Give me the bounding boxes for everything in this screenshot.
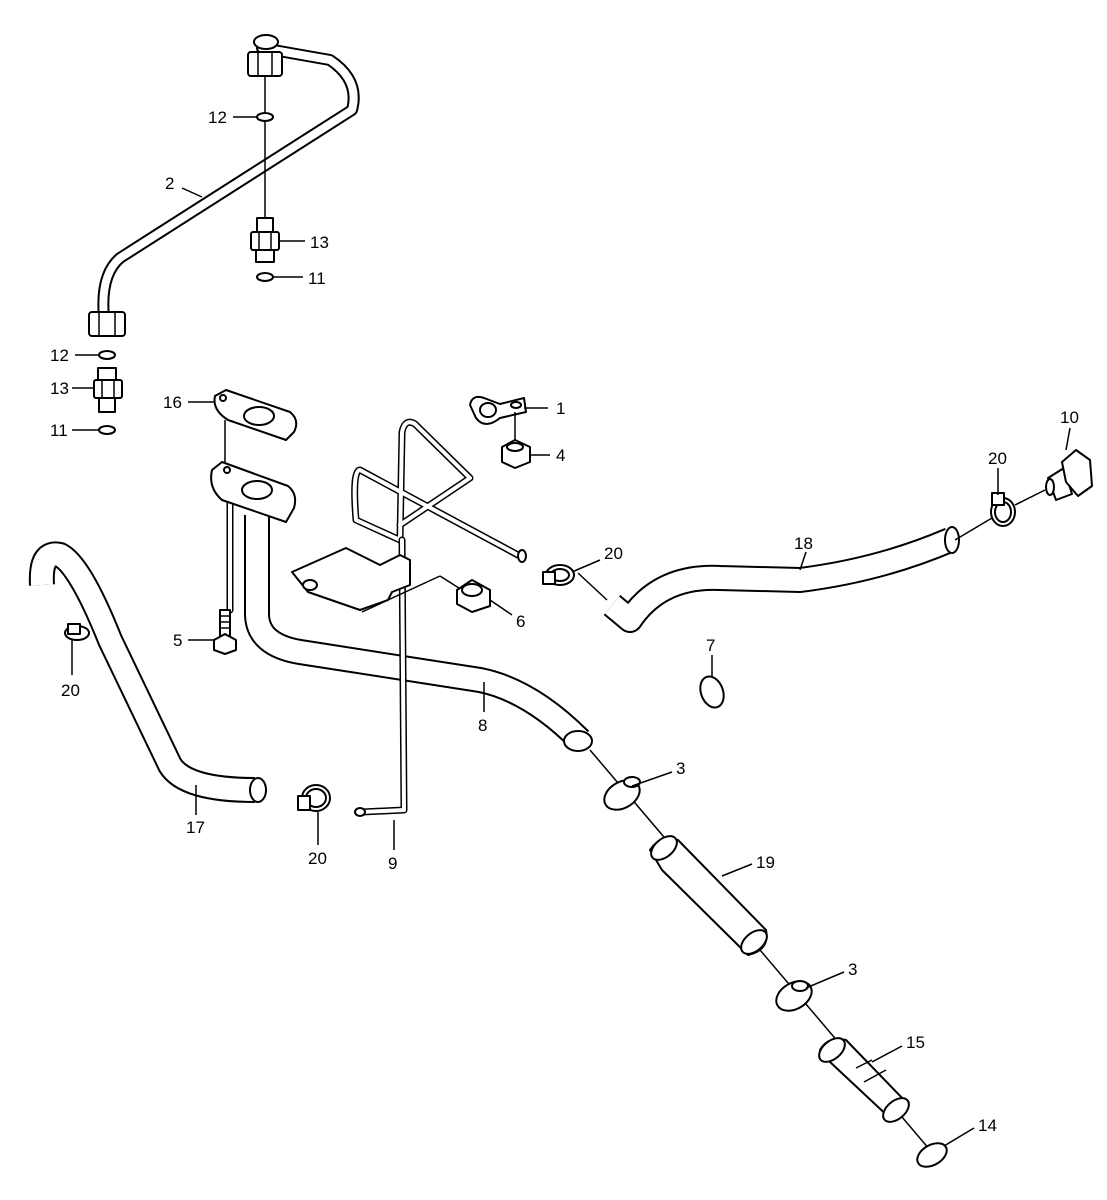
callout-15: 15 — [906, 1033, 925, 1052]
seal-ring-14 — [916, 1142, 948, 1168]
hose-clamp-20-bottom — [297, 784, 331, 812]
hose-clamp-20-center — [542, 564, 575, 586]
callout-11-upper: 11 — [308, 269, 326, 288]
callout-6: 6 — [516, 612, 525, 631]
hose-18 — [603, 526, 960, 633]
hose-clamp-20-left — [64, 623, 90, 641]
callout-20-center: 20 — [604, 544, 623, 563]
callout-10: 10 — [1060, 408, 1079, 427]
callout-18: 18 — [794, 534, 813, 553]
oil-line-9 — [351, 418, 527, 817]
sealing-washer-11-upper — [256, 272, 274, 282]
callout-4: 4 — [556, 446, 565, 465]
union-adapter-13-upper — [250, 217, 280, 263]
callout-5: 5 — [173, 631, 182, 650]
callout-20-bottom: 20 — [308, 849, 327, 868]
bracket-leader — [361, 575, 441, 613]
elbow-fitting-10 — [1045, 449, 1093, 501]
bracket-leader-b — [439, 575, 463, 591]
hose-17 — [28, 541, 267, 803]
sealing-washer-11-lower — [98, 425, 116, 435]
callout-20-left: 20 — [61, 681, 80, 700]
pipe-connector-15 — [818, 1037, 910, 1123]
hose-18-axis-c — [577, 572, 608, 601]
callout-16: 16 — [163, 393, 182, 412]
oil-return-pipe-8 — [210, 461, 593, 752]
spacer-6 — [456, 579, 491, 613]
o-ring-7 — [699, 675, 725, 709]
gasket-16 — [213, 389, 298, 441]
hose-clamp-3-upper — [603, 776, 641, 811]
callout-20-right: 20 — [988, 449, 1007, 468]
hose-18-axis-b — [1014, 489, 1046, 506]
sealing-washer-12-lower — [98, 350, 116, 360]
sealing-washer-12-upper — [256, 112, 274, 122]
callout-7: 7 — [706, 636, 715, 655]
callout-9: 9 — [388, 854, 397, 873]
callout-17: 17 — [186, 818, 205, 837]
callout-14: 14 — [978, 1116, 997, 1135]
leader-lines — [72, 116, 1071, 1147]
callout-1: 1 — [556, 399, 565, 418]
callout-13-lower: 13 — [50, 379, 69, 398]
hose-18-axis — [954, 517, 993, 541]
hose-clamp-3-lower — [775, 980, 813, 1012]
bracket-clip — [291, 547, 411, 611]
callout-19: 19 — [756, 853, 775, 872]
callout-12-upper: 12 — [208, 108, 227, 127]
callout-12-lower: 12 — [50, 346, 69, 365]
flange-nut-4 — [501, 439, 531, 469]
callout-2: 2 — [165, 174, 174, 193]
flange-bolt-5 — [213, 609, 237, 655]
hose-sleeve-19 — [649, 835, 768, 956]
hose-clamp-20-right — [990, 492, 1016, 527]
oil-feed-pipe-upper — [88, 34, 360, 337]
callout-3-lower: 3 — [848, 960, 857, 979]
callout-11-lower: 11 — [50, 421, 68, 440]
p-clamp-1 — [469, 395, 527, 425]
union-adapter-13-lower — [93, 367, 123, 413]
callout-13-upper: 13 — [310, 233, 329, 252]
callout-3-upper: 3 — [676, 759, 685, 778]
callout-8: 8 — [478, 716, 487, 735]
